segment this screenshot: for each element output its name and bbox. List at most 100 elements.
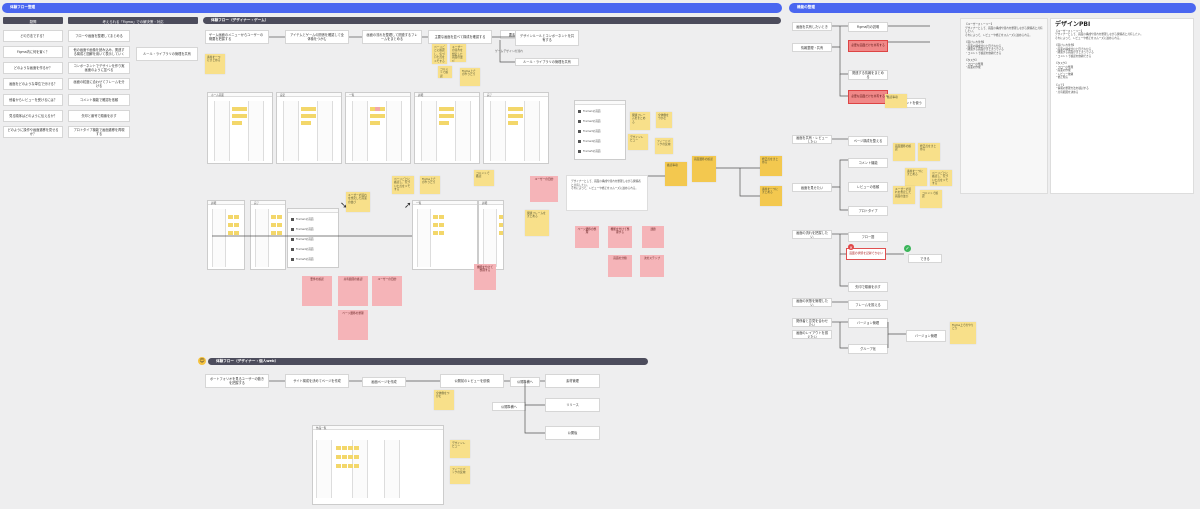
flow2-node-8[interactable]: 公開後 — [545, 426, 600, 440]
pink-7[interactable]: 要件の確認 — [302, 276, 332, 306]
mind-node[interactable]: Figma内の説明 — [848, 22, 888, 32]
warning-box-1[interactable]: 必要な画面だけを共有する — [848, 40, 888, 52]
screen-frame[interactable]: ホーム画面 — [207, 92, 273, 164]
flow1-node-3[interactable]: 画面の流れを整理して関連するフレームをまとめる — [362, 30, 422, 44]
root-node[interactable]: 情報整理・共有 — [792, 43, 832, 52]
root-node[interactable]: 画面のレイアウトを揃えたい — [792, 330, 832, 339]
screen-frame[interactable]: 完了 — [250, 200, 286, 270]
sticky-mind-c[interactable]: 修正点をまとめる — [918, 143, 940, 161]
flow2-node-6[interactable]: 素材管理 — [545, 374, 600, 388]
sticky-q[interactable]: Figma上でのやりとり — [420, 176, 440, 194]
mind-node[interactable]: コメント機能 — [848, 158, 888, 168]
sticky-a[interactable]: 素材を一つにまとめる — [205, 54, 225, 74]
sticky-f[interactable]: 関連フレームをまとめる — [630, 112, 650, 130]
screen-frame[interactable]: 設定 — [276, 92, 342, 164]
root-node[interactable]: 画面を共有・レビューしたい — [792, 135, 832, 144]
solution-card[interactable]: プロトタイプ機能で画面遷移を再現する — [68, 126, 130, 138]
flow2-frame[interactable]: 作品一覧 — [312, 425, 444, 505]
sticky-g[interactable]: 全体像をつかむ — [656, 112, 672, 128]
result-node[interactable]: できる — [908, 254, 942, 263]
flow1-node-6[interactable]: デザインルールとコンポーネントを共有する — [515, 30, 579, 46]
sticky-flow2-c[interactable]: フィードバックの反映 — [450, 466, 470, 484]
solution-card[interactable]: 画面の粒度に合わせてフレームを分ける — [68, 78, 130, 90]
solution-card[interactable]: コンポーネントでデザインを作り実画面のように並べる — [68, 62, 130, 74]
sticky-mind-e[interactable]: ページごとに確認し、気づいた点をメモする — [930, 170, 952, 186]
sticky-o[interactable]: ユーザーの流れを想定した画面の並び — [346, 192, 370, 212]
mind-node[interactable]: ページ構成を整える — [848, 136, 888, 146]
issue-node[interactable]: 画面の状態を記録できない — [846, 248, 886, 260]
solution-card[interactable]: フローや画面を整理してまとめる — [68, 30, 130, 42]
question-card[interactable]: Figma内に何を置く？ — [3, 46, 63, 58]
list-item[interactable]: Frame3の画面 — [291, 237, 314, 241]
mind-node[interactable]: 矢印で順番を示す — [848, 282, 888, 292]
list-item[interactable]: Frame2の画面 — [291, 227, 314, 231]
question-card[interactable]: どの方法でする？ — [3, 30, 63, 42]
flow1-node-7[interactable]: ルール・ライブラリの管理を共有 — [515, 58, 579, 66]
list-item[interactable]: Frame3の画面 — [578, 129, 601, 133]
sticky-m[interactable]: 素材を一つにまとめる — [760, 186, 782, 206]
mind-node[interactable]: バージョン管理 — [848, 318, 888, 328]
pink-3[interactable]: 機能を分けて整理する — [608, 226, 632, 248]
flow2-node-7[interactable]: リリース — [545, 398, 600, 412]
pink-5[interactable]: 画面の分類 — [608, 255, 632, 277]
sticky-p[interactable]: コメントで確認 — [474, 170, 494, 186]
root-node[interactable]: 画面を見せたい — [792, 183, 832, 192]
sticky-l[interactable]: 修正点をまとめる — [760, 156, 782, 176]
list-item[interactable]: Frame1の画面 — [578, 109, 601, 113]
sticky-i[interactable]: フィードバックの反映 — [655, 138, 673, 154]
solution-card[interactable]: コメント機能で確認を依頼 — [68, 94, 130, 106]
flow1-node-1[interactable]: ゲーム画面のメニューからユーザーの概要を把握する — [205, 30, 269, 44]
flow2-node-4[interactable]: 公開前のレビューを依頼 — [440, 374, 504, 388]
list-item[interactable]: Frame4の画面 — [578, 139, 601, 143]
flow2-node-1[interactable]: ポートフォリオを見るユーザーの動きを把握する — [205, 374, 269, 388]
question-card[interactable]: どのように操作や画面遷移を見せるか？ — [3, 126, 63, 138]
screen-frame[interactable]: 完了 — [483, 92, 549, 164]
screen-frame[interactable]: 一覧 — [412, 200, 478, 270]
screen-frame[interactable]: 詳細 — [207, 200, 245, 270]
question-card[interactable]: 画面をどのような単位で分ける？ — [3, 78, 63, 90]
sticky-mind-h[interactable]: Figma上でのやりとり — [950, 322, 976, 344]
sticky-e[interactable]: Figma上でのやりとり — [460, 68, 480, 86]
sticky-mind-d[interactable]: 素材を一つにまとめる — [905, 168, 927, 186]
question-card[interactable]: どのような画面を作るか？ — [3, 62, 63, 74]
sticky-mind-f[interactable]: ユーザーの流れを想定した画面の並び — [893, 186, 915, 204]
sticky-mind-b[interactable]: 画面遷移の確認 — [893, 143, 915, 161]
sticky-c[interactable]: ユーザーの流れを想定した画面の並び — [450, 44, 466, 62]
pink-10[interactable]: ページ遷移の整理 — [338, 310, 368, 340]
sticky-b[interactable]: ページごとに確認し、気づいた点をメモする — [432, 44, 447, 64]
sticky-j[interactable]: 確認事項 — [665, 162, 687, 186]
screen-frame[interactable]: 一覧 — [345, 92, 411, 164]
mind-node[interactable]: 関連する情報をまとめる — [848, 70, 888, 80]
question-card[interactable]: 他者からレビューを受けるには？ — [3, 94, 63, 106]
root-node[interactable]: 画面を共有したいとき — [792, 22, 832, 31]
sticky-k[interactable]: 画面遷移の確認 — [692, 156, 716, 182]
root-node[interactable]: 画面の状態を管理したい — [792, 298, 832, 307]
root-node[interactable]: 画面の流れを把握したい — [792, 230, 832, 239]
sticky-d[interactable]: コメントで確認 — [438, 66, 452, 78]
pink-8[interactable]: 共有範囲の確認 — [338, 276, 368, 306]
mind-node[interactable]: プロトタイプ — [848, 206, 888, 216]
flow2-node-3[interactable]: 画面ページを作成 — [362, 377, 406, 387]
list-item[interactable]: Frame5の画面 — [291, 257, 314, 261]
mind-node[interactable]: フレームを揃える — [848, 300, 888, 310]
warning-box-2[interactable]: 必要な画面だけを共有する — [848, 90, 888, 104]
sticky-flow2-b[interactable]: デザインレビュー — [450, 440, 470, 458]
list-item[interactable]: Frame5の画面 — [578, 149, 601, 153]
pink-4[interactable]: 課題 — [642, 226, 664, 248]
solution-card[interactable]: 矢印と番号で順番を示す — [68, 110, 130, 122]
list-item[interactable]: Frame1の画面 — [291, 217, 314, 221]
question-card[interactable]: 見る順序はどのように伝えるか？ — [3, 110, 63, 122]
solution-card[interactable]: 他の画面や画像を読み込み、関連する構成と図解を用いて表示していく — [68, 46, 130, 58]
screen-frame[interactable]: 詳細 — [414, 92, 480, 164]
sticky-r[interactable]: 関連フレームをまとめる — [525, 210, 549, 236]
flow1-node-2[interactable]: アイテムとゲームの関係を確認して全体像をつかむ — [285, 30, 349, 44]
flow2-node-2[interactable]: サイト構成を決めてページを作成 — [285, 374, 349, 388]
sticky-mind-a[interactable]: 確認事項 — [885, 94, 907, 108]
root-node[interactable]: 関係者と意見を合わせたい — [792, 318, 832, 327]
solution-note[interactable]: ルール・ライブラリの管理を共有 — [136, 47, 198, 61]
flow2-node-9[interactable]: 公開準備へ — [492, 402, 526, 411]
pink-2[interactable]: ページ遷移の整理 — [575, 226, 599, 248]
pink-9[interactable]: ユーザーの目的 — [372, 276, 402, 306]
pink-6[interactable]: 次のステップ — [640, 255, 664, 277]
